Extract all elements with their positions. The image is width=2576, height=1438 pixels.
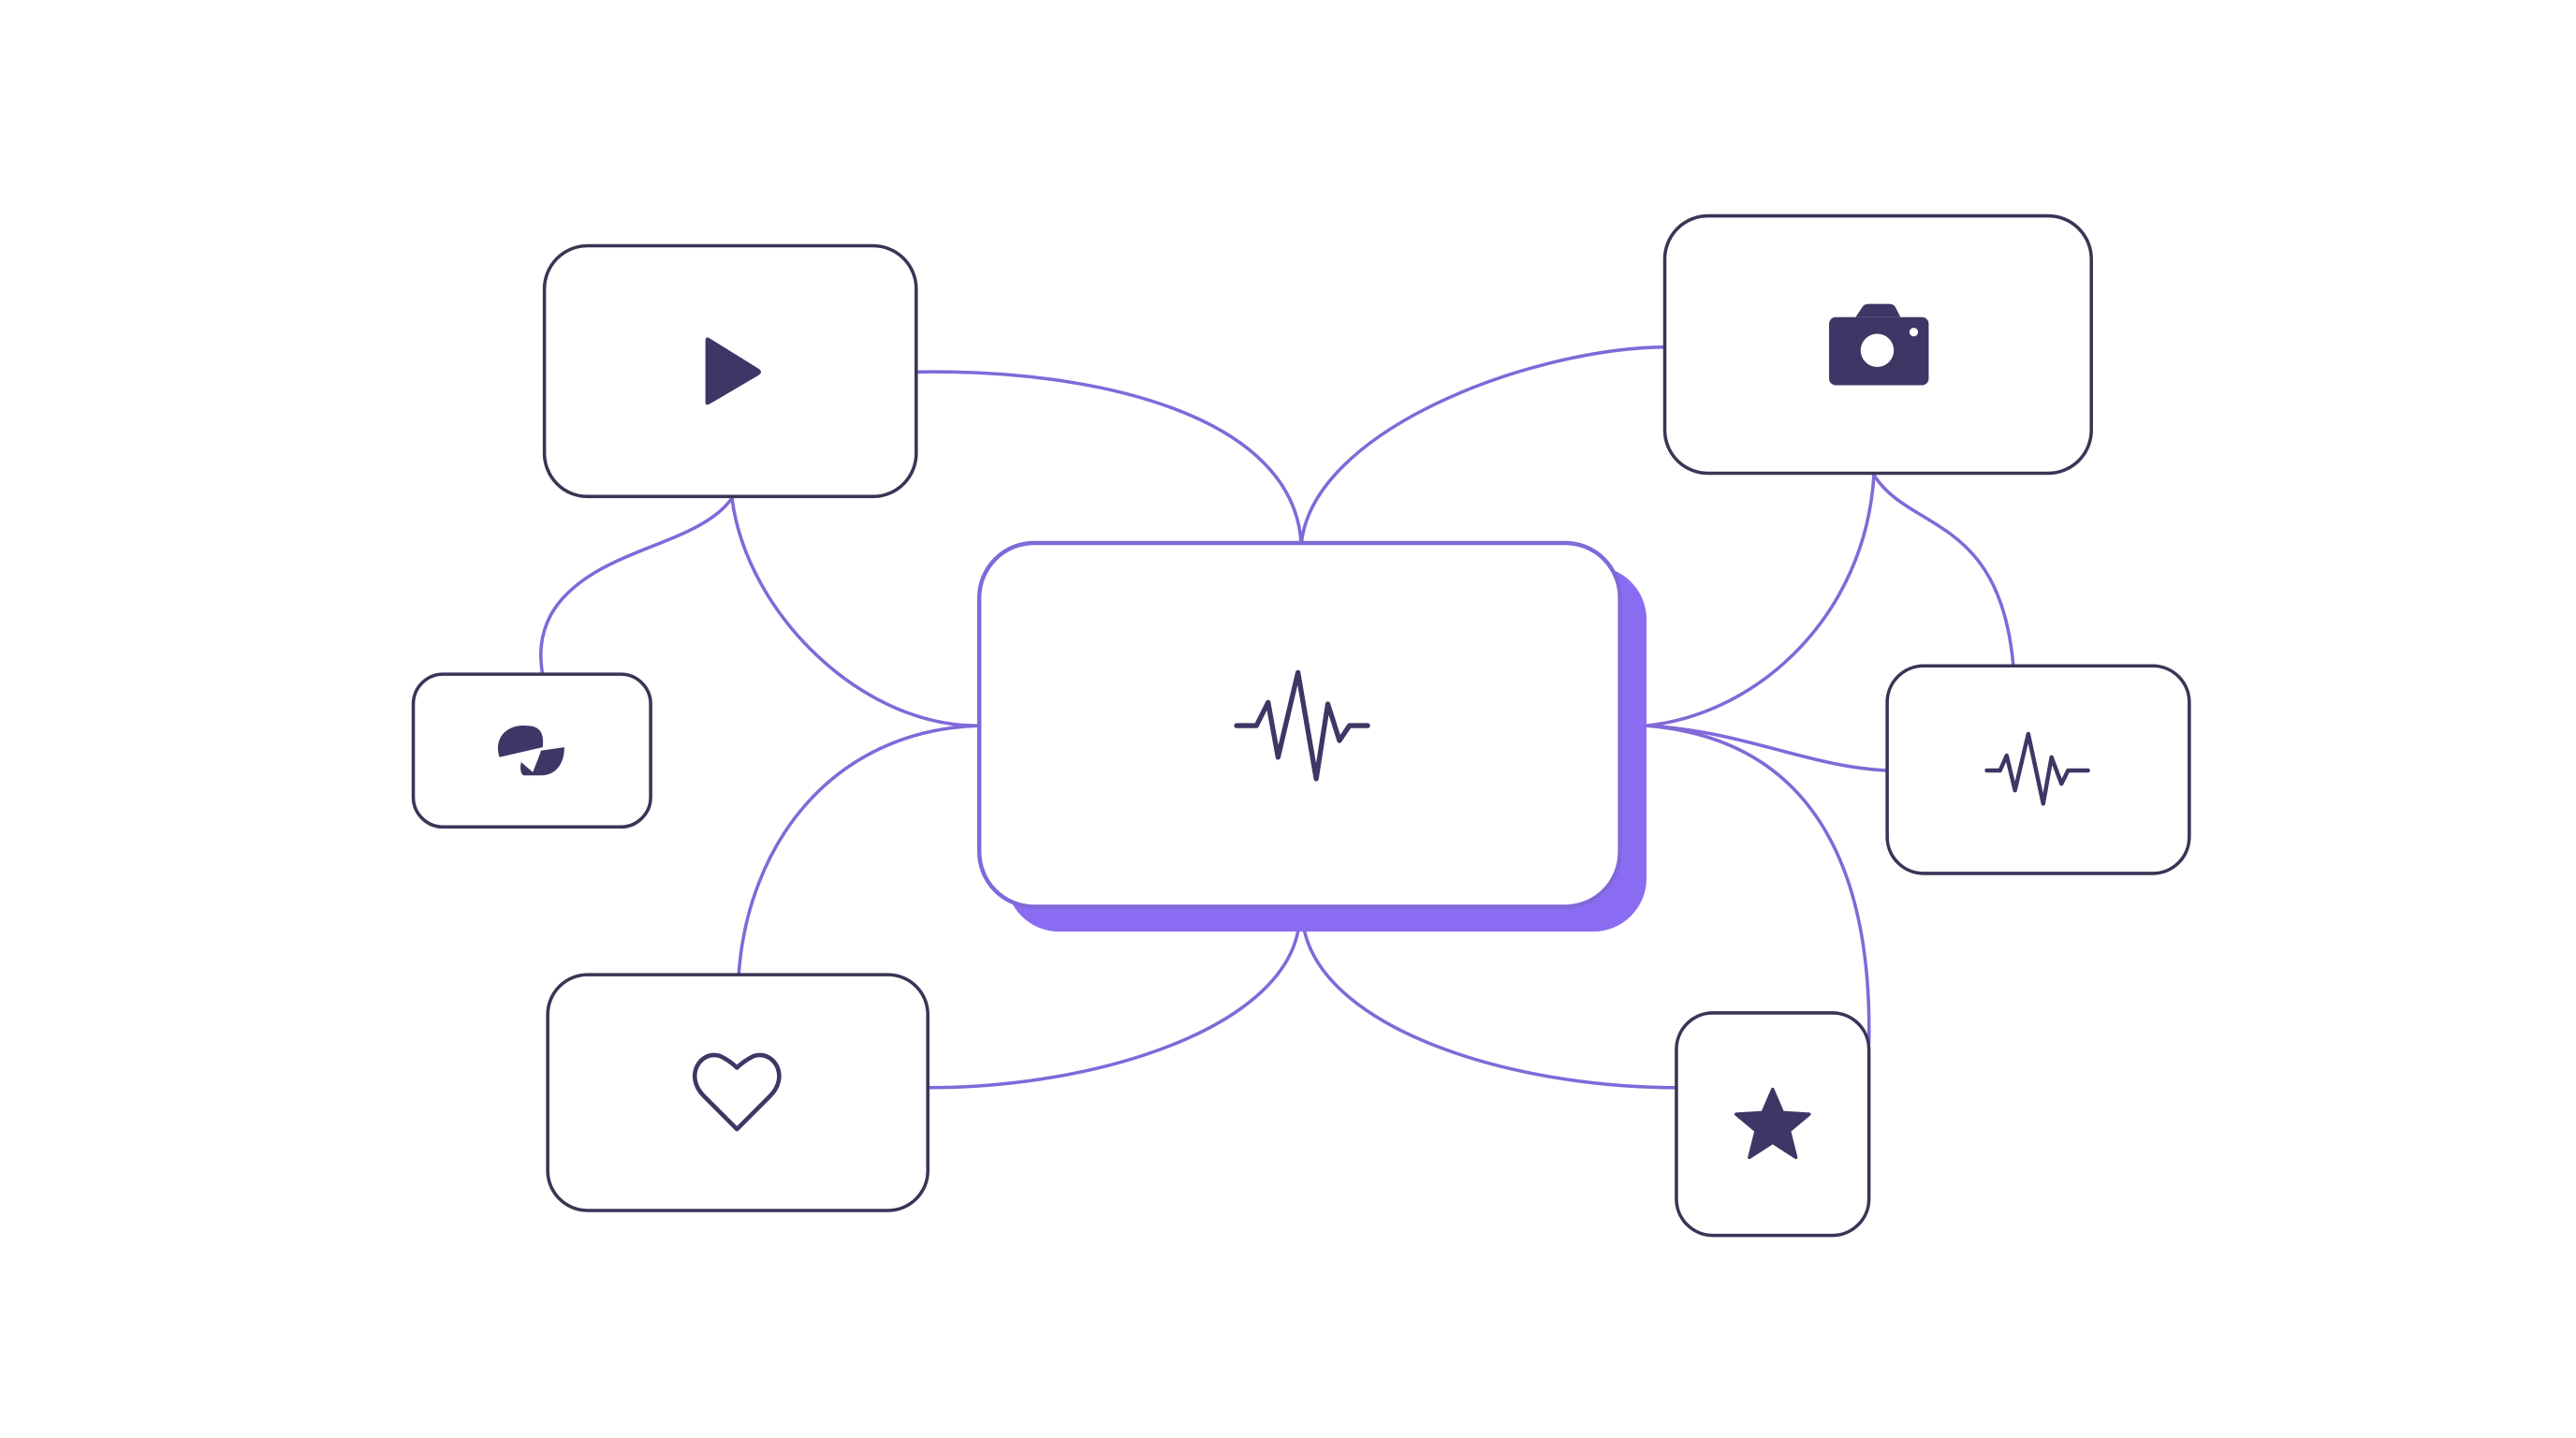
mask-icon — [498, 725, 564, 776]
node-heart-card — [546, 973, 929, 1212]
connectors — [539, 345, 2015, 1090]
connector-video-hub-left — [730, 496, 981, 727]
connector-video-hub-top — [915, 370, 1303, 547]
node-camera[interactable] — [1662, 213, 2093, 476]
node-heart[interactable] — [546, 973, 929, 1212]
hub-node-card — [976, 540, 1622, 909]
connector-camera-pulse — [1872, 473, 2015, 668]
hub-node[interactable] — [976, 540, 1647, 932]
connector-hub-heart-left — [737, 724, 981, 978]
heart-icon — [692, 1052, 782, 1132]
connector-camera-hub-top — [1299, 345, 1667, 547]
connector-hub-star-bottom — [1302, 930, 1678, 1090]
node-pulse[interactable] — [1885, 664, 2191, 875]
node-mask[interactable] — [411, 672, 652, 829]
node-pulse-card — [1885, 664, 2191, 875]
node-mask-card — [411, 672, 652, 829]
camera-icon — [1829, 303, 1929, 386]
pulse-icon — [1984, 731, 2090, 806]
connector-video-mask — [539, 496, 734, 678]
star-icon — [1734, 1087, 1811, 1160]
connector-camera-hub-right — [1645, 473, 1876, 727]
play-icon — [705, 337, 762, 405]
pulse-icon — [1234, 669, 1370, 782]
connector-hub-star-right — [1645, 724, 1871, 1045]
node-video[interactable] — [542, 243, 918, 499]
node-star[interactable] — [1675, 1011, 1871, 1238]
connector-hub-heart-bottom — [928, 930, 1300, 1090]
